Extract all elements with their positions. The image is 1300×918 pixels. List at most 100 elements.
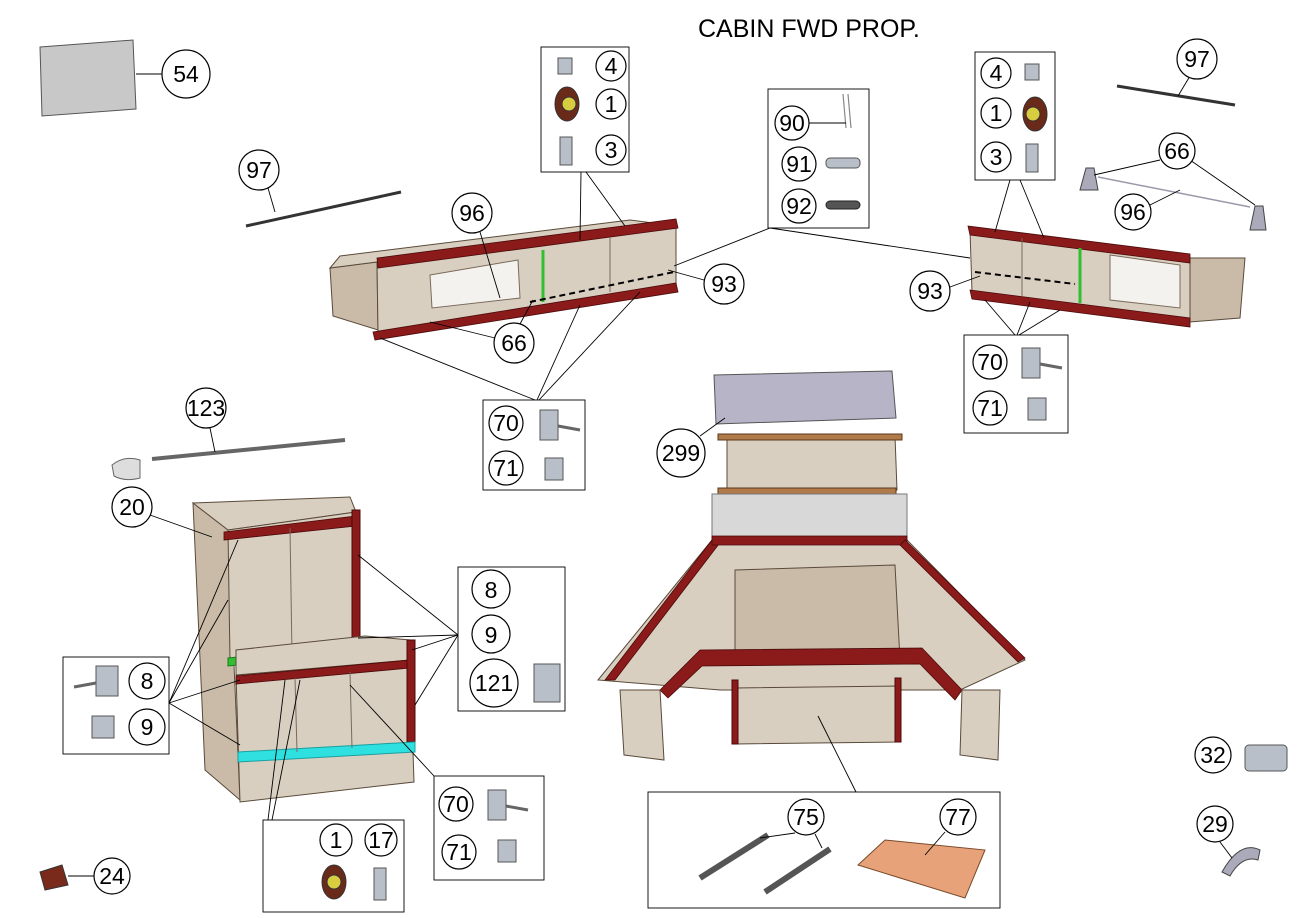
callout-8-b: 8: [128, 662, 166, 700]
callout-1-a: 1: [595, 88, 627, 120]
callout-4-a: 4: [595, 50, 627, 82]
callout-66-a: 66: [493, 322, 535, 364]
svg-text:96: 96: [1120, 199, 1146, 225]
callout-96-a: 96: [451, 192, 493, 234]
rail-part-96: [1097, 176, 1251, 208]
cylinder-icon: [559, 136, 573, 166]
svg-text:9: 9: [141, 714, 154, 740]
drawer-box: [647, 791, 1001, 909]
svg-text:4: 4: [990, 60, 1003, 86]
callout-75: 75: [787, 798, 825, 836]
svg-text:32: 32: [1200, 742, 1226, 768]
hardware-box-center: [767, 88, 870, 229]
svg-text:121: 121: [475, 670, 513, 696]
callout-9-a: 9: [471, 614, 511, 654]
callout-93-a: 93: [703, 263, 745, 305]
svg-text:1: 1: [330, 827, 343, 853]
svg-text:71: 71: [977, 395, 1003, 421]
svg-text:75: 75: [793, 804, 819, 830]
callout-54: 54: [161, 49, 211, 99]
bracket-icon-left: [1079, 167, 1099, 191]
callout-93-b: 93: [909, 270, 951, 312]
pin-icon: [825, 157, 861, 169]
callout-17: 17: [364, 823, 398, 857]
svg-text:1: 1: [605, 91, 618, 117]
overhead-cabinet-left: [328, 218, 679, 341]
svg-text:93: 93: [917, 278, 943, 304]
svg-text:3: 3: [605, 137, 618, 163]
callout-29: 29: [1196, 805, 1234, 843]
svg-text:299: 299: [662, 440, 700, 466]
callout-70-b: 70: [972, 344, 1008, 380]
svg-text:97: 97: [246, 157, 272, 183]
callout-9-b: 9: [128, 708, 166, 746]
drawer-slide-icon: [698, 832, 770, 881]
svg-text:70: 70: [493, 410, 519, 436]
callout-70-a: 70: [488, 405, 524, 441]
svg-text:9: 9: [485, 622, 498, 648]
svg-text:96: 96: [459, 200, 485, 226]
drawer-part-77: [857, 839, 986, 899]
diagram-title: CABIN FWD PROP.: [698, 15, 920, 43]
svg-text:29: 29: [1202, 811, 1228, 837]
handle-part-29: [1221, 847, 1261, 877]
svg-text:70: 70: [443, 791, 469, 817]
callout-71-c: 71: [441, 834, 477, 870]
overhead-cabinet-right: [967, 225, 1246, 328]
hinge-box-lower-left: [62, 656, 170, 755]
callout-123: 123: [185, 387, 227, 429]
callout-77: 77: [939, 798, 977, 836]
svg-text:97: 97: [1184, 46, 1210, 72]
svg-text:71: 71: [493, 455, 519, 481]
hinge-icon: [539, 409, 559, 441]
callout-92: 92: [781, 188, 817, 224]
hardware-box-top-left: [540, 46, 630, 173]
callout-97-a: 97: [238, 149, 280, 191]
callout-4-b: 4: [980, 57, 1012, 89]
callout-91: 91: [781, 146, 817, 182]
callout-70-c: 70: [438, 786, 474, 822]
svg-text:90: 90: [779, 110, 805, 136]
clip-icon: [842, 93, 852, 129]
svg-text:8: 8: [485, 577, 498, 603]
callout-8-a: 8: [471, 569, 511, 609]
svg-text:123: 123: [187, 395, 225, 421]
callout-3-a: 3: [595, 134, 627, 166]
callout-71-b: 71: [972, 390, 1008, 426]
svg-text:92: 92: [786, 193, 812, 219]
svg-text:17: 17: [368, 827, 394, 853]
callout-20: 20: [111, 486, 153, 528]
hardware-box-top-right: [974, 51, 1056, 181]
bumper-part-24: [39, 864, 69, 891]
callout-1-c: 1: [319, 823, 353, 857]
svg-text:24: 24: [99, 863, 125, 889]
svg-text:4: 4: [605, 53, 618, 79]
callout-1-b: 1: [980, 97, 1012, 129]
callout-32: 32: [1194, 736, 1232, 774]
svg-text:93: 93: [711, 271, 737, 297]
svg-text:71: 71: [446, 839, 472, 865]
hinge-box-lower-right: [433, 775, 545, 881]
svg-text:20: 20: [119, 494, 145, 520]
rail-part-123: [151, 438, 346, 461]
lock-box-bottom: [262, 819, 405, 913]
panel-part-54: [39, 39, 137, 117]
svg-text:1: 1: [990, 100, 1003, 126]
callout-121: 121: [469, 658, 519, 708]
svg-text:54: 54: [173, 61, 199, 87]
berth-assembly: [597, 370, 1026, 761]
rod-part-97-right: [1116, 84, 1236, 107]
callout-90: 90: [774, 105, 810, 141]
svg-text:91: 91: [786, 151, 812, 177]
callout-24: 24: [93, 857, 131, 895]
hinge-box-right: [963, 334, 1069, 434]
mounting-plate-icon: [544, 457, 564, 481]
callout-299: 299: [656, 428, 706, 478]
bolt-icon: [825, 200, 861, 210]
lower-cabinet-left: [191, 496, 416, 803]
callout-97-b: 97: [1176, 38, 1218, 80]
svg-text:77: 77: [945, 804, 971, 830]
svg-text:8: 8: [141, 668, 154, 694]
